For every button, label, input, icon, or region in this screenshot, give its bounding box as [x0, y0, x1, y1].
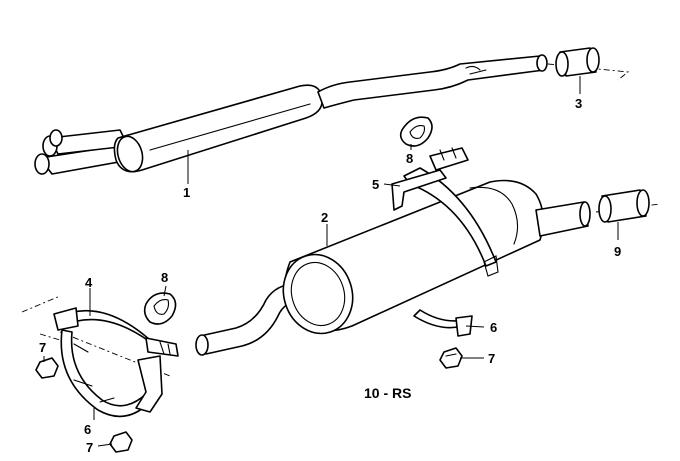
- callout-7-left-bottom: 7: [86, 440, 93, 455]
- callout-7-right: 7: [488, 351, 495, 366]
- rubber-ring-upper: [399, 116, 433, 147]
- nut-left-bottom: [109, 431, 133, 453]
- callout-9: 9: [614, 244, 621, 259]
- callout-8-left: 8: [161, 270, 168, 285]
- diagram-caption: 10 - RS: [364, 385, 411, 401]
- manifold-flange-lower: [34, 153, 50, 175]
- strap-left: [60, 329, 163, 418]
- callout-7-left-top: 7: [39, 340, 46, 355]
- rubber-ring-left: [143, 292, 177, 325]
- axis-line-top: [547, 63, 630, 81]
- sleeve-right: [598, 189, 650, 223]
- callout-8-upper: 8: [406, 151, 413, 166]
- sleeve-top: [555, 47, 600, 77]
- front-pipe-outlet: [536, 54, 548, 72]
- manifold-flange-top: [49, 129, 63, 147]
- front-pipe-tail: [317, 55, 545, 109]
- nut-left-top: [35, 357, 59, 379]
- callout-6-right: 6: [490, 320, 497, 335]
- front-silencer-endcap: [116, 135, 144, 173]
- rear-silencer-outlet: [535, 201, 589, 237]
- rear-inlet-opening: [195, 334, 209, 356]
- callout-1: 1: [183, 185, 190, 200]
- bracket-upper: [391, 147, 469, 211]
- leader-lines: [43, 76, 619, 447]
- nut-right: [439, 347, 463, 369]
- callout-5: 5: [372, 177, 379, 192]
- callout-2: 2: [321, 210, 328, 225]
- front-silencer-body: [113, 84, 323, 173]
- front-pipe-assembly: [34, 54, 548, 175]
- callout-3: 3: [575, 96, 582, 111]
- strap-right: [413, 309, 473, 337]
- rear-silencer: [195, 179, 591, 356]
- callout-6-left: 6: [84, 422, 91, 437]
- clamp-left: [53, 307, 179, 357]
- callout-4: 4: [85, 275, 93, 290]
- rear-silencer-front-cap: [282, 253, 354, 335]
